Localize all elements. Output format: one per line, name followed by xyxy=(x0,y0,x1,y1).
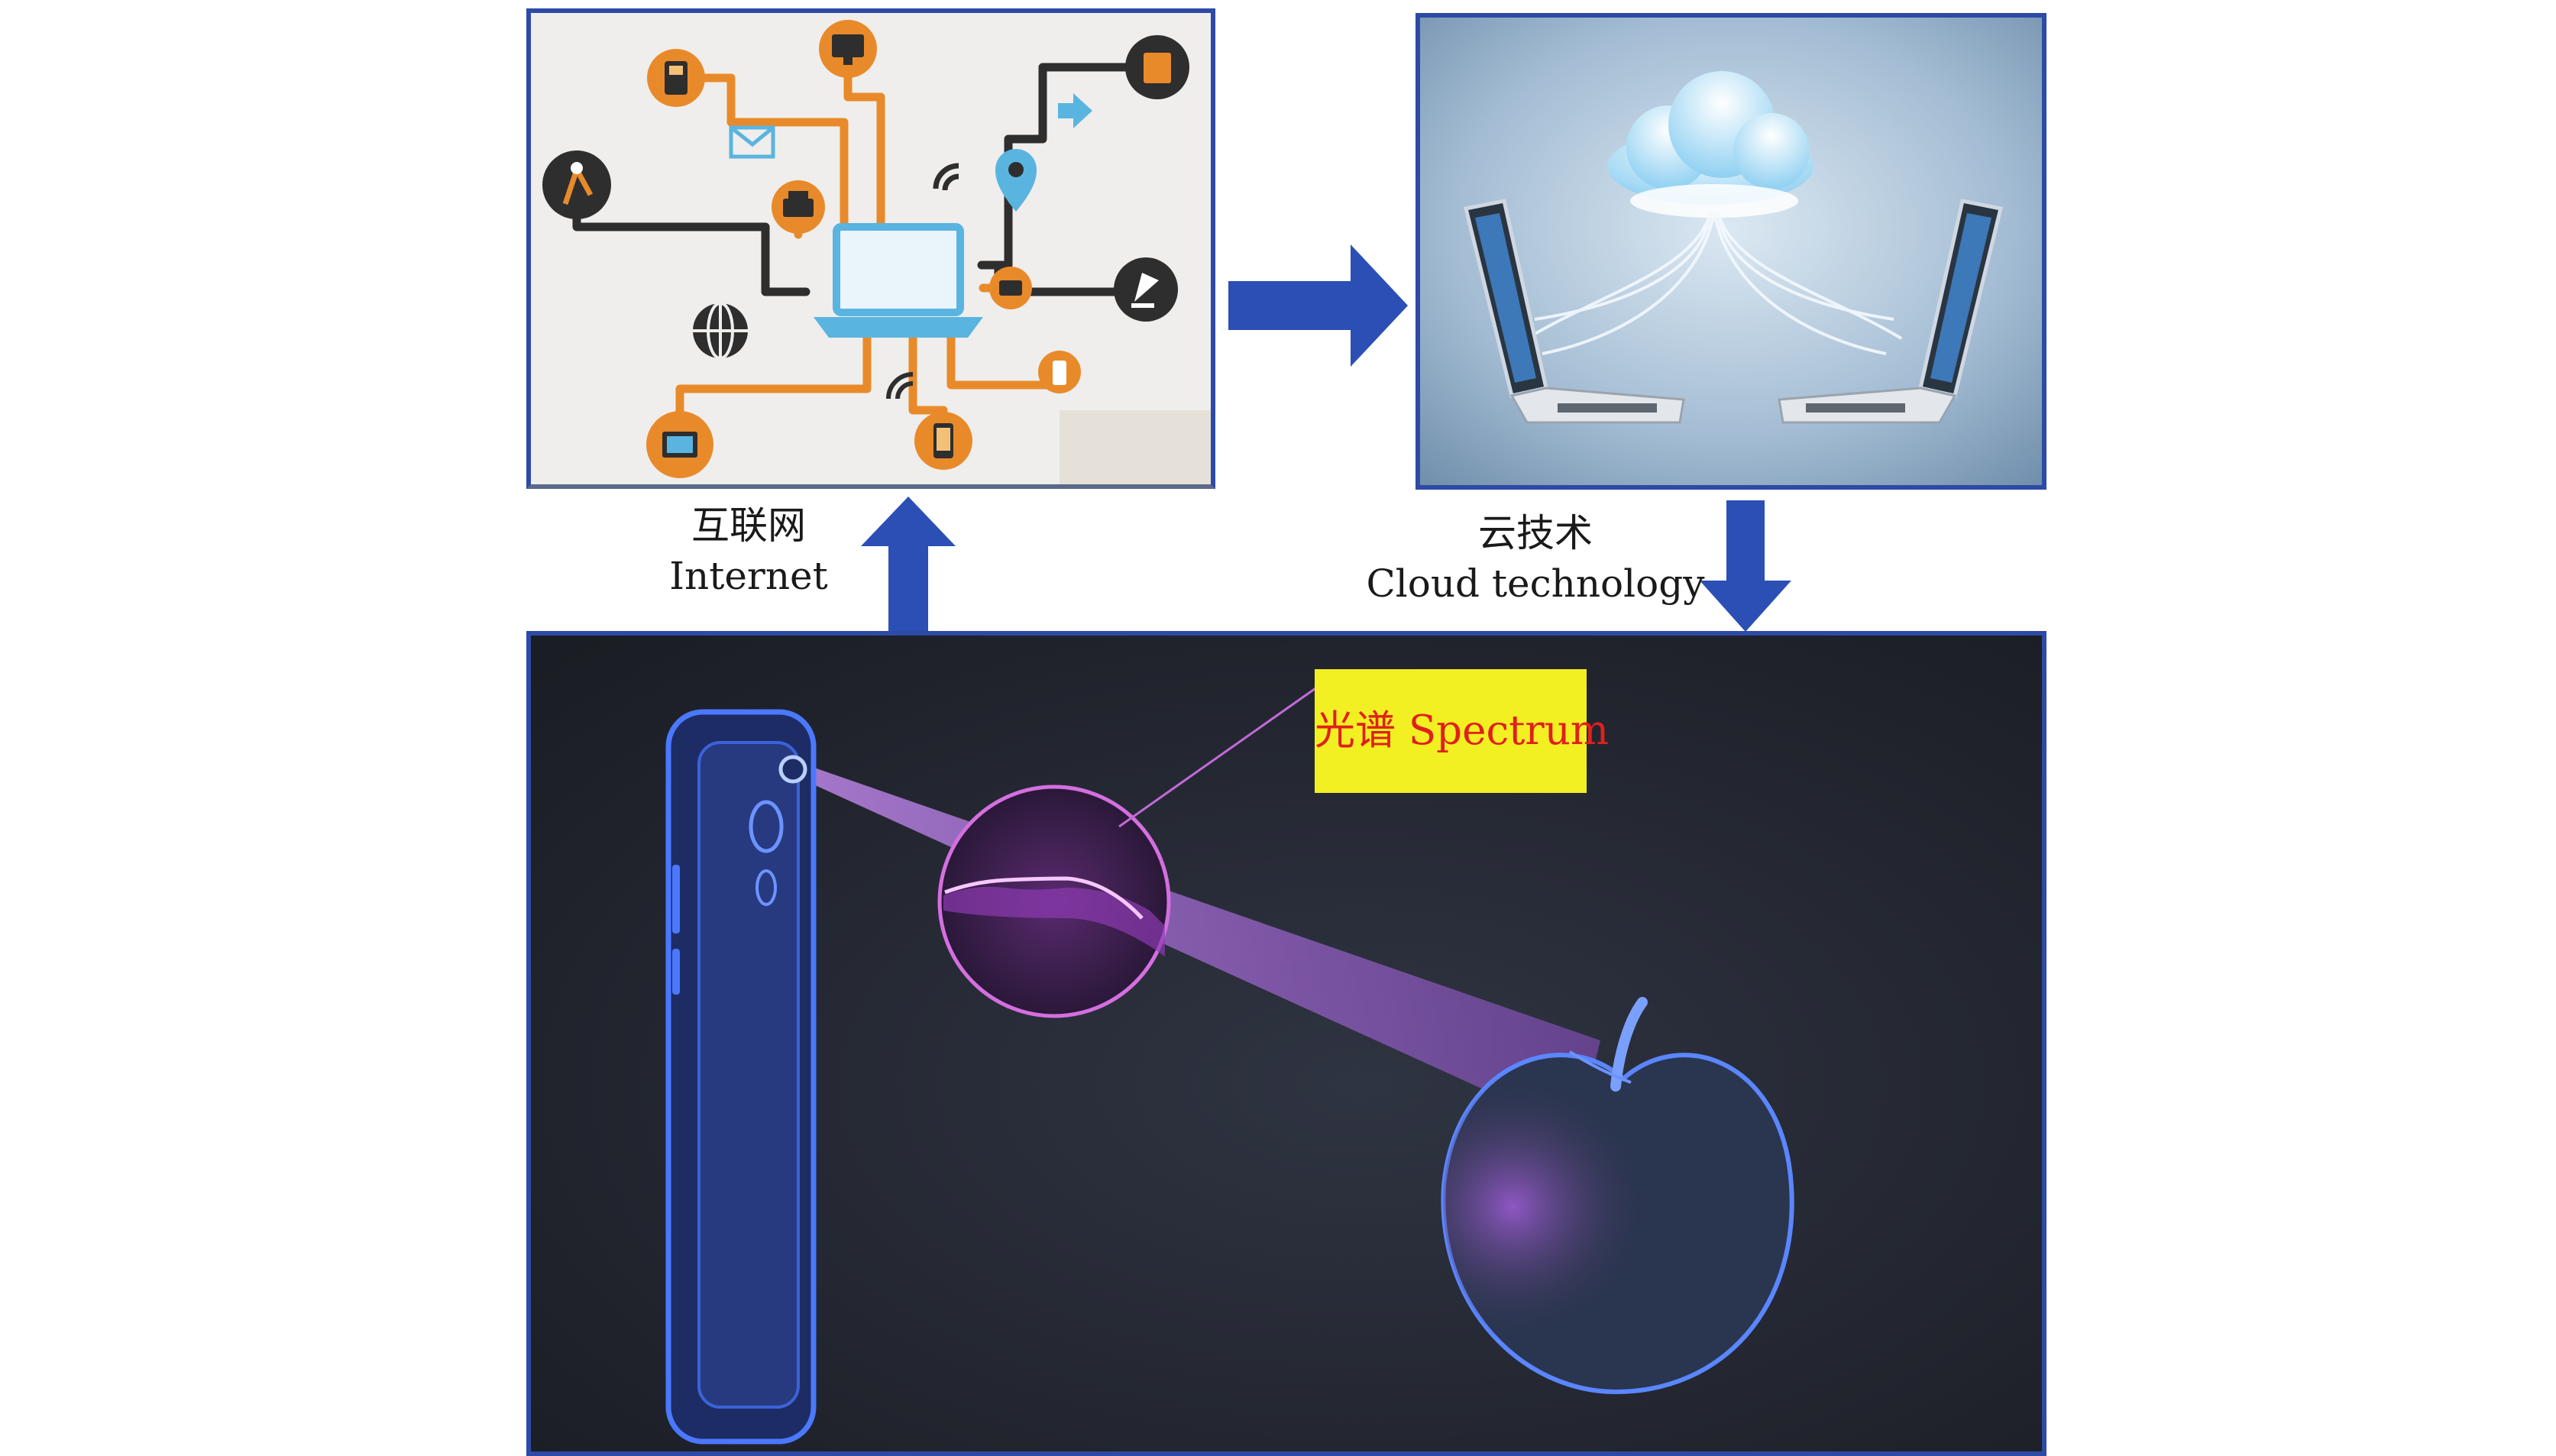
location-pin-icon xyxy=(995,149,1037,212)
printer-icon xyxy=(772,180,825,234)
laptop-right-icon xyxy=(1778,199,2004,424)
spectrum-label: 光谱 Spectrum xyxy=(1315,669,1609,793)
spectrum-lens xyxy=(937,680,1326,1018)
sensor-icon xyxy=(989,267,1032,309)
cloud-laptops-illustration xyxy=(1420,18,2042,485)
internet-caption-en: Internet xyxy=(669,554,828,598)
smartphone-icon xyxy=(665,709,817,1445)
laptop-icon xyxy=(814,223,983,338)
device-icon xyxy=(1125,35,1189,99)
wifi-icon xyxy=(933,163,959,191)
robot-arm-icon xyxy=(542,150,611,219)
signal-icon xyxy=(886,372,914,400)
cloud-caption-zh: 云技术 xyxy=(1478,511,1593,555)
spectrum-scan-image-panel xyxy=(526,631,2046,1456)
iot-network-illustration xyxy=(531,13,1211,484)
apple-icon xyxy=(1441,997,1794,1395)
cloud-icon xyxy=(1607,71,1813,218)
globe-icon xyxy=(693,302,748,360)
mail-icon xyxy=(729,125,775,159)
cloud-caption-en: Cloud technology xyxy=(1366,561,1705,606)
bottle-icon xyxy=(1038,351,1081,393)
laptop-left-icon xyxy=(1463,199,1685,424)
lamp-icon xyxy=(1114,257,1178,322)
cloud-technology-caption: 云技术 Cloud technology xyxy=(1352,508,1719,609)
smartphone-spectrum-scan-illustration xyxy=(531,636,2042,1451)
mobile-icon xyxy=(914,412,972,470)
right-arrow-icon xyxy=(1228,244,1408,367)
cloud-technology-image-panel xyxy=(1416,13,2046,490)
tv-icon xyxy=(646,411,713,478)
internet-caption-zh: 互联网 xyxy=(691,503,806,548)
phone-icon xyxy=(647,49,705,107)
internet-caption: 互联网 Internet xyxy=(657,500,840,601)
arrow-icon xyxy=(1058,93,1092,128)
internet-image-panel xyxy=(526,8,1215,489)
monitor-icon xyxy=(819,20,877,78)
up-arrow-icon xyxy=(861,497,956,631)
down-arrow-icon xyxy=(1700,500,1791,632)
